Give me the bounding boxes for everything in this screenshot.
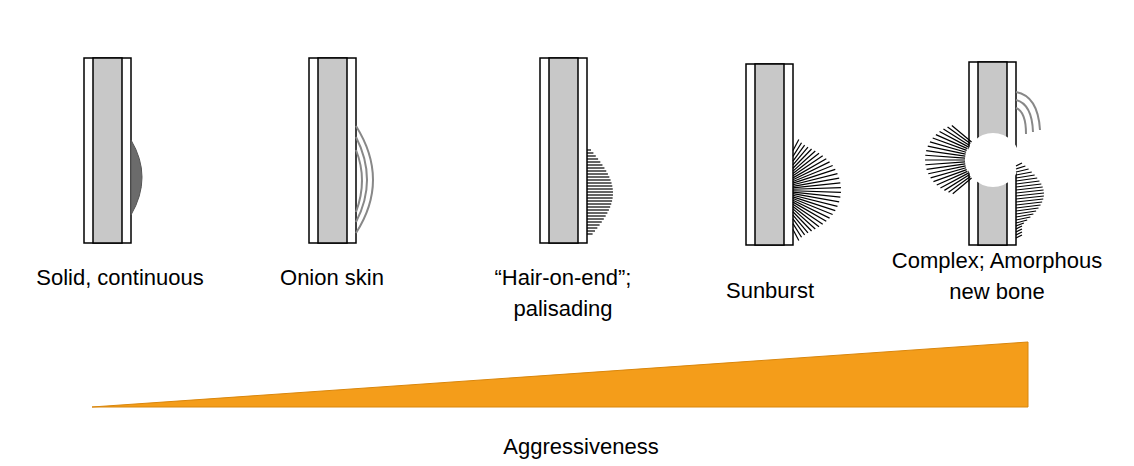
- bone-hair-on-end: [540, 58, 613, 243]
- reaction-label: “Hair-on-end”; palisading: [463, 262, 663, 324]
- bone-solid: [84, 58, 142, 243]
- aggressiveness-wedge: [92, 342, 1028, 407]
- reaction-label: Complex; Amorphous new bone: [877, 245, 1117, 307]
- bone-sunburst: [746, 64, 841, 245]
- bone-onion-skin: [309, 58, 373, 243]
- reaction-label: Onion skin: [252, 262, 412, 293]
- reaction-label: Sunburst: [700, 275, 840, 306]
- bone-complex: [925, 62, 1044, 245]
- reaction-label: Solid, continuous: [10, 262, 230, 293]
- axis-label: Aggressiveness: [461, 431, 701, 462]
